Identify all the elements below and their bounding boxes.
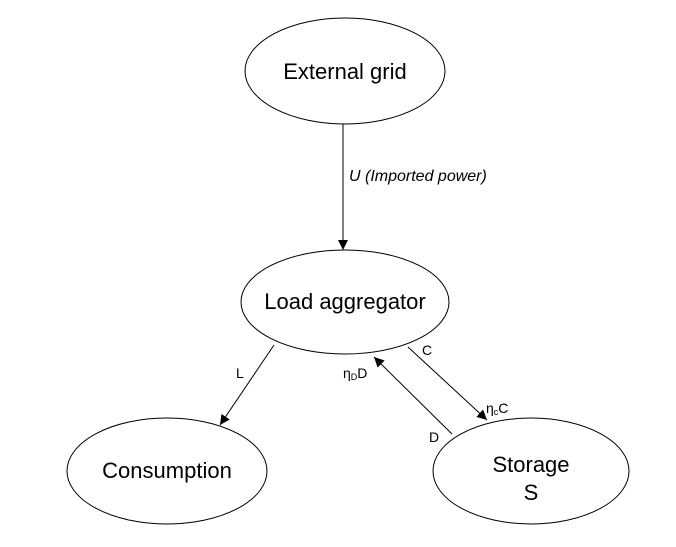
edge-load-label: L — [236, 365, 244, 381]
consumption-label: Consumption — [102, 458, 232, 483]
load-aggregator-ellipse — [240, 249, 450, 355]
charge-eta-subscript: c — [494, 407, 499, 417]
discharge-eta-subscript: D — [351, 372, 358, 382]
external-grid-ellipse — [244, 17, 446, 125]
storage-label-line2: S — [524, 480, 539, 505]
edge-discharge-eta-label: ηDD — [343, 365, 367, 382]
storage-ellipse — [432, 417, 630, 525]
node-external-grid: External grid — [244, 17, 446, 125]
edge-charge-eta-label: ηcC — [486, 400, 508, 417]
charge-eta-symbol: η — [486, 400, 494, 416]
consumption-ellipse — [66, 417, 268, 525]
storage-label-line1: Storage — [492, 452, 569, 477]
node-consumption: Consumption — [66, 417, 268, 525]
edge-charge-label: C — [422, 342, 432, 358]
load-aggregator-label: Load aggregator — [264, 289, 425, 314]
node-storage: Storage S — [432, 417, 630, 525]
edge-charge-arrow — [407, 346, 488, 421]
external-grid-label: External grid — [283, 59, 407, 84]
edge-discharge-arrow — [373, 356, 453, 435]
edge-discharge-label: D — [429, 429, 439, 445]
edge-imported-power-label: U (Imported power) — [349, 168, 487, 185]
node-load-aggregator: Load aggregator — [240, 249, 450, 355]
discharge-eta-variable: D — [357, 365, 367, 381]
charge-eta-variable: C — [498, 400, 508, 416]
edge-load-arrow — [219, 344, 275, 426]
discharge-eta-symbol: η — [343, 365, 351, 381]
